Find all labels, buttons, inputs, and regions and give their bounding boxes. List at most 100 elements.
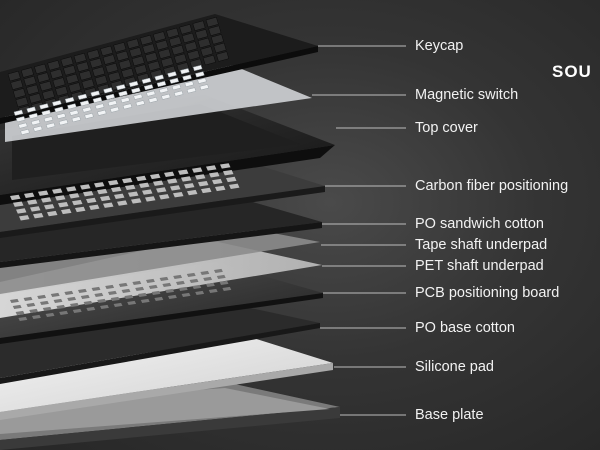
magnetic-switch [158,87,169,94]
pcb-socket [100,304,109,309]
pcb-socket [135,286,145,291]
plate-opening [178,169,189,175]
magnetic-switch [161,93,171,100]
plate-opening [86,197,97,204]
pcb-socket [40,300,49,305]
keycap [60,56,74,67]
keycap [113,42,127,53]
pcb-socket [78,288,87,293]
plate-opening [30,206,41,212]
pcb-socket [214,268,223,273]
plate-opening [72,199,83,206]
pcb-socket [162,282,172,287]
pcb-socket [178,286,188,291]
keycap [134,64,148,75]
plate-opening [156,187,167,193]
plate-opening [164,171,175,177]
plate-opening [58,201,69,208]
keycap [68,82,82,93]
keycap [52,77,66,88]
keycap [205,16,219,28]
keycap [126,38,140,49]
keycap [55,85,69,97]
keycap [47,60,61,71]
pcb-socket [108,290,117,295]
magnetic-switch [109,106,120,113]
keycap [76,61,90,72]
keycap [129,47,143,58]
pcb-socket [113,302,123,307]
pcb-socket [91,286,101,291]
pcb-socket [121,288,131,293]
pcb-socket [53,298,63,303]
magnetic-switch [173,90,184,97]
keycap [155,39,169,51]
keycap [81,78,95,90]
pcb-socket [222,286,232,291]
pcb-socket [64,290,74,295]
plate-opening [229,183,240,189]
plate-opening [47,210,58,217]
plate-opening [108,179,119,186]
magnetic-switch [20,128,30,136]
keycap [115,50,129,62]
magnetic-switch [28,112,39,120]
pcb-socket [26,302,36,307]
plate-opening [187,189,198,196]
plate-opening [27,199,38,205]
plate-opening [44,204,55,210]
keycap [147,60,161,72]
plate-opening [97,188,108,195]
label-carbon-fiber-positioning: Carbon fiber positioning [415,178,569,194]
keycap [197,37,211,49]
plate-opening [38,190,49,196]
magnetic-switch [182,74,192,81]
keycap [102,54,116,65]
keycap [94,75,108,86]
plate-opening [136,175,147,182]
magnetic-switch [18,122,28,129]
keycap [158,48,172,59]
keycap [73,52,87,64]
magnetic-switch [167,71,177,78]
magnetic-switch [143,84,154,91]
magnetic-switch-layer [5,58,312,142]
pcb-socket [42,306,52,311]
pcb-socket [12,304,22,309]
plate-opening [181,176,192,182]
tape-shaft-underpad-layer [0,222,320,294]
plate-opening [201,187,212,194]
magnetic-switch [77,93,88,100]
magnetic-switch [39,103,49,110]
plate-opening [83,190,94,197]
magnetic-switch [64,96,75,104]
magnetic-switch [154,74,165,81]
leader-lines [312,45,406,416]
pcb-socket [124,294,134,299]
keycap [10,79,24,90]
plate-opening [153,180,164,186]
magnetic-switch [58,119,69,126]
keycap [15,96,29,108]
magnetic-switch [169,77,180,84]
keycap [160,57,174,68]
magnetic-switch [69,109,79,116]
keycap [26,84,40,95]
plate-opening [206,165,217,171]
magnetic-switch [41,109,52,116]
magnetic-switch [197,77,207,84]
keycap [92,66,106,77]
keycap [213,42,227,54]
plate-opening [94,182,105,188]
keycap [23,75,37,87]
pcb-socket [148,284,158,289]
silicone-pad-layer [0,337,333,420]
pcb-socket [159,276,169,281]
plate-opening [69,193,80,199]
keycap [168,36,182,47]
pcb-grid [10,268,232,321]
pcb-socket [67,296,77,301]
pcb-socket [83,300,93,305]
keycap [184,41,198,52]
plate-opening [80,184,91,190]
